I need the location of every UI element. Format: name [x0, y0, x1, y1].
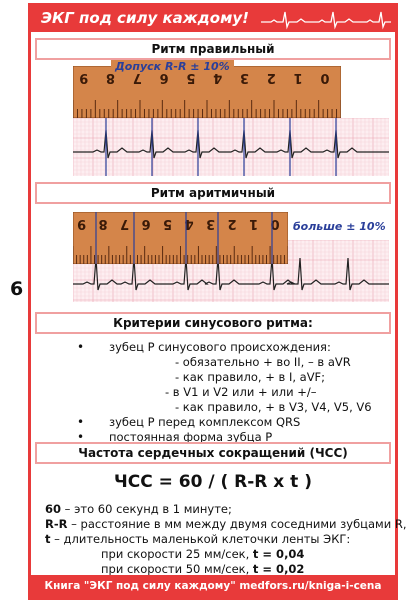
ruler-number: 7 — [133, 70, 142, 85]
ruler-number: 9 — [77, 216, 86, 231]
ruler-number: 5 — [163, 216, 172, 231]
ruler-number: 5 — [186, 70, 195, 85]
ruler-number: 0 — [271, 216, 280, 231]
header-bar: ЭКГ под силу каждому! — [31, 6, 395, 32]
section-heart-rate-title: Частота сердечных сокращений (ЧСС) — [35, 442, 391, 464]
heart-rate-notes: 60 – это 60 секунд в 1 минуте; R-R – рас… — [45, 502, 407, 577]
ruler-number: 4 — [185, 216, 194, 231]
ruler-number: 4 — [213, 70, 222, 85]
note-line: при скорости 25 мм/сек, t = 0,04 — [101, 547, 305, 561]
list-item: - в V1 и V2 или + или +/– — [165, 385, 317, 399]
ruler-regular: 9 8 7 6 5 4 3 2 1 0 — [73, 66, 341, 118]
ruler-number: 9 — [79, 70, 88, 85]
footer-bar: Книга "ЭКГ под силу каждому" medfors.ru/… — [31, 575, 395, 597]
ruler-number: 6 — [160, 70, 169, 85]
header-title: ЭКГ под силу каждому! — [41, 9, 249, 27]
ruler-number: 7 — [120, 216, 129, 231]
section-criteria-title: Критерии синусового ритма: — [35, 312, 391, 334]
grid-background — [73, 118, 389, 176]
ruler-number: 3 — [240, 70, 249, 85]
ruler-number: 6 — [142, 216, 151, 231]
ruler-number: 1 — [294, 70, 303, 85]
section-regular-title: Ритм правильный — [35, 38, 391, 60]
heart-rate-formula: ЧСС = 60 / ( R-R x t ) — [113, 472, 312, 492]
ruler-number: 2 — [228, 216, 237, 231]
page-number: 6 — [10, 278, 24, 300]
note-line: t – длительность маленькой клеточки лент… — [45, 532, 351, 546]
list-item: - как правило, + в I, aVF; — [175, 370, 326, 384]
tolerance-note: Допуск R-R ± 10% — [111, 60, 234, 73]
note-line: 60 – это 60 секунд в 1 минуте; — [45, 502, 232, 516]
ruler-number: 8 — [106, 70, 115, 85]
note-line: при скорости 50 мм/сек, t = 0,02 — [101, 562, 305, 576]
ruler-number: 8 — [99, 216, 108, 231]
ruler-number: 3 — [206, 216, 215, 231]
ecg-strip-regular — [73, 118, 389, 176]
header-ecg-icon — [261, 11, 391, 30]
list-item: • постоянная форма зубца P — [77, 430, 273, 444]
ruler-number: 2 — [267, 70, 276, 85]
note-line: R-R – расстояние в мм между двумя соседн… — [45, 517, 407, 531]
over-tolerance-note: больше ± 10% — [293, 220, 386, 233]
list-item: - обязательно + во II, – в aVR — [175, 355, 351, 369]
ruler-number: 1 — [249, 216, 258, 231]
list-item: - как правило, + в V3, V4, V5, V6 — [175, 400, 372, 414]
ruler-number: 0 — [320, 70, 329, 85]
list-item: • зубец P синусового происхождения: — [77, 340, 331, 354]
criteria-list: • зубец P синусового происхождения: - об… — [45, 340, 385, 445]
section-arrhythmic-title: Ритм аритмичный — [35, 182, 391, 204]
list-item: • зубец P перед комплексом QRS — [77, 415, 301, 429]
